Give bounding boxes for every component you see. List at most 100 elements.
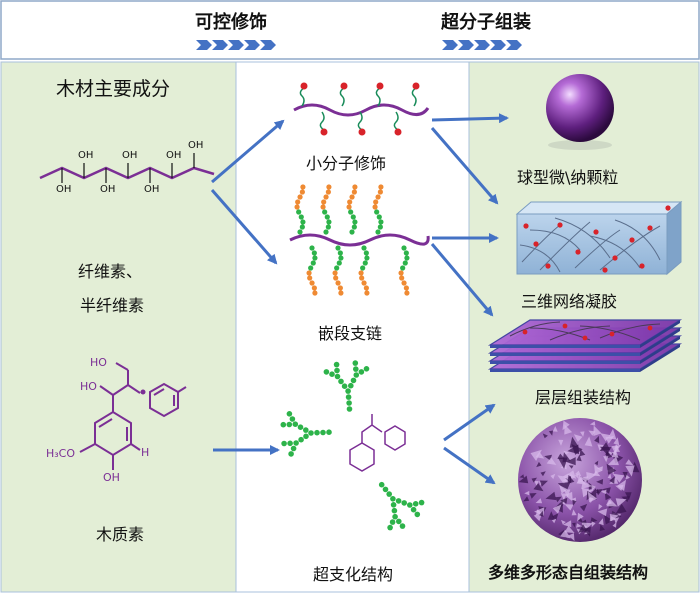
chem-oh-1: OH [56,184,72,195]
gel-strand [539,221,591,271]
pore-facet [564,424,573,435]
bead [310,260,316,266]
pore-facet [545,491,557,501]
pore-facet [594,460,599,466]
bead [389,519,396,525]
pore-facet [595,488,600,494]
bead [375,229,381,235]
gel-node [575,249,581,255]
chevron-mark [474,40,490,50]
pore-facet [580,476,589,483]
bead [289,416,296,422]
pore-facet [560,497,568,504]
pore-facet [577,518,583,523]
bead [401,280,407,286]
bead [360,265,366,271]
bead [400,265,406,271]
chevron-mark [244,40,260,50]
pore-facet [576,523,582,528]
linker [393,111,399,131]
bead [298,214,304,220]
pore-facet [558,439,564,446]
label-sphere-particles: 球型微\纳颗粒 [517,168,619,187]
pore-facet [561,519,566,525]
pore-facet [578,524,588,533]
bead [390,496,396,502]
bead [353,366,359,372]
bead [358,270,364,276]
pore-facet [574,470,582,477]
pore-facet [523,496,530,502]
bead [290,445,297,452]
pore-facet [580,431,585,437]
bead [309,245,315,251]
pore-facet [519,474,525,478]
pore-facet [612,473,625,483]
layer-side [640,320,680,348]
bead [345,394,352,400]
bead [303,433,309,440]
pore-facet [586,472,597,481]
red-group [376,82,384,90]
pore-facet [615,484,624,491]
red-group [320,128,328,136]
bead [337,285,343,291]
bead [325,189,331,195]
pore-facet [558,457,568,469]
bead [377,224,383,230]
pore-facet [559,485,568,494]
layer-side [640,344,680,372]
pore-facet [579,503,588,512]
bead [334,367,340,374]
layer-edge [490,361,640,364]
pore-facet [562,420,570,431]
gel-node [545,263,551,269]
pore-facet [590,517,598,523]
bead [338,378,344,385]
bead [300,219,306,225]
chevron-mark [196,40,212,50]
red-group [412,82,420,90]
pore-facet [552,513,559,521]
gel-node [602,267,608,273]
pore-facet [564,525,575,533]
pore-facet [540,471,546,477]
bead [401,500,408,506]
arrow-to-sphere [431,113,509,124]
pore-facet [598,504,603,510]
gel-strand [589,235,641,269]
pore-facet [563,489,571,498]
pore-facet [600,433,611,442]
bead [300,184,306,190]
chevron-mark [490,40,506,50]
pore-facet [625,459,634,466]
layer-strand [549,325,611,341]
pore-facet [602,487,611,494]
bead [287,440,293,447]
flow-arrows [210,113,509,485]
bead [326,219,332,225]
layer-edge [490,369,640,372]
bead [292,421,299,428]
red-group [340,82,348,90]
pore-facet [591,485,596,492]
chevron-mark [260,40,276,50]
label-block-branched-chain: 嵌段支链 [318,324,383,343]
pore-facet [550,473,556,480]
gel-node [647,225,653,231]
pore-facet [587,491,597,503]
chem-oh-2: OH [78,150,94,161]
bead [323,369,330,375]
pore-facet [591,521,596,528]
pore-facet [534,481,539,487]
layer-strand [599,323,661,339]
bead [299,224,305,230]
pore-facet [567,474,575,484]
bead [336,260,342,266]
pore-facet [529,493,537,499]
red-group [394,128,402,136]
pore-facet [564,504,574,511]
bead [326,429,332,436]
layer-node [647,325,653,331]
